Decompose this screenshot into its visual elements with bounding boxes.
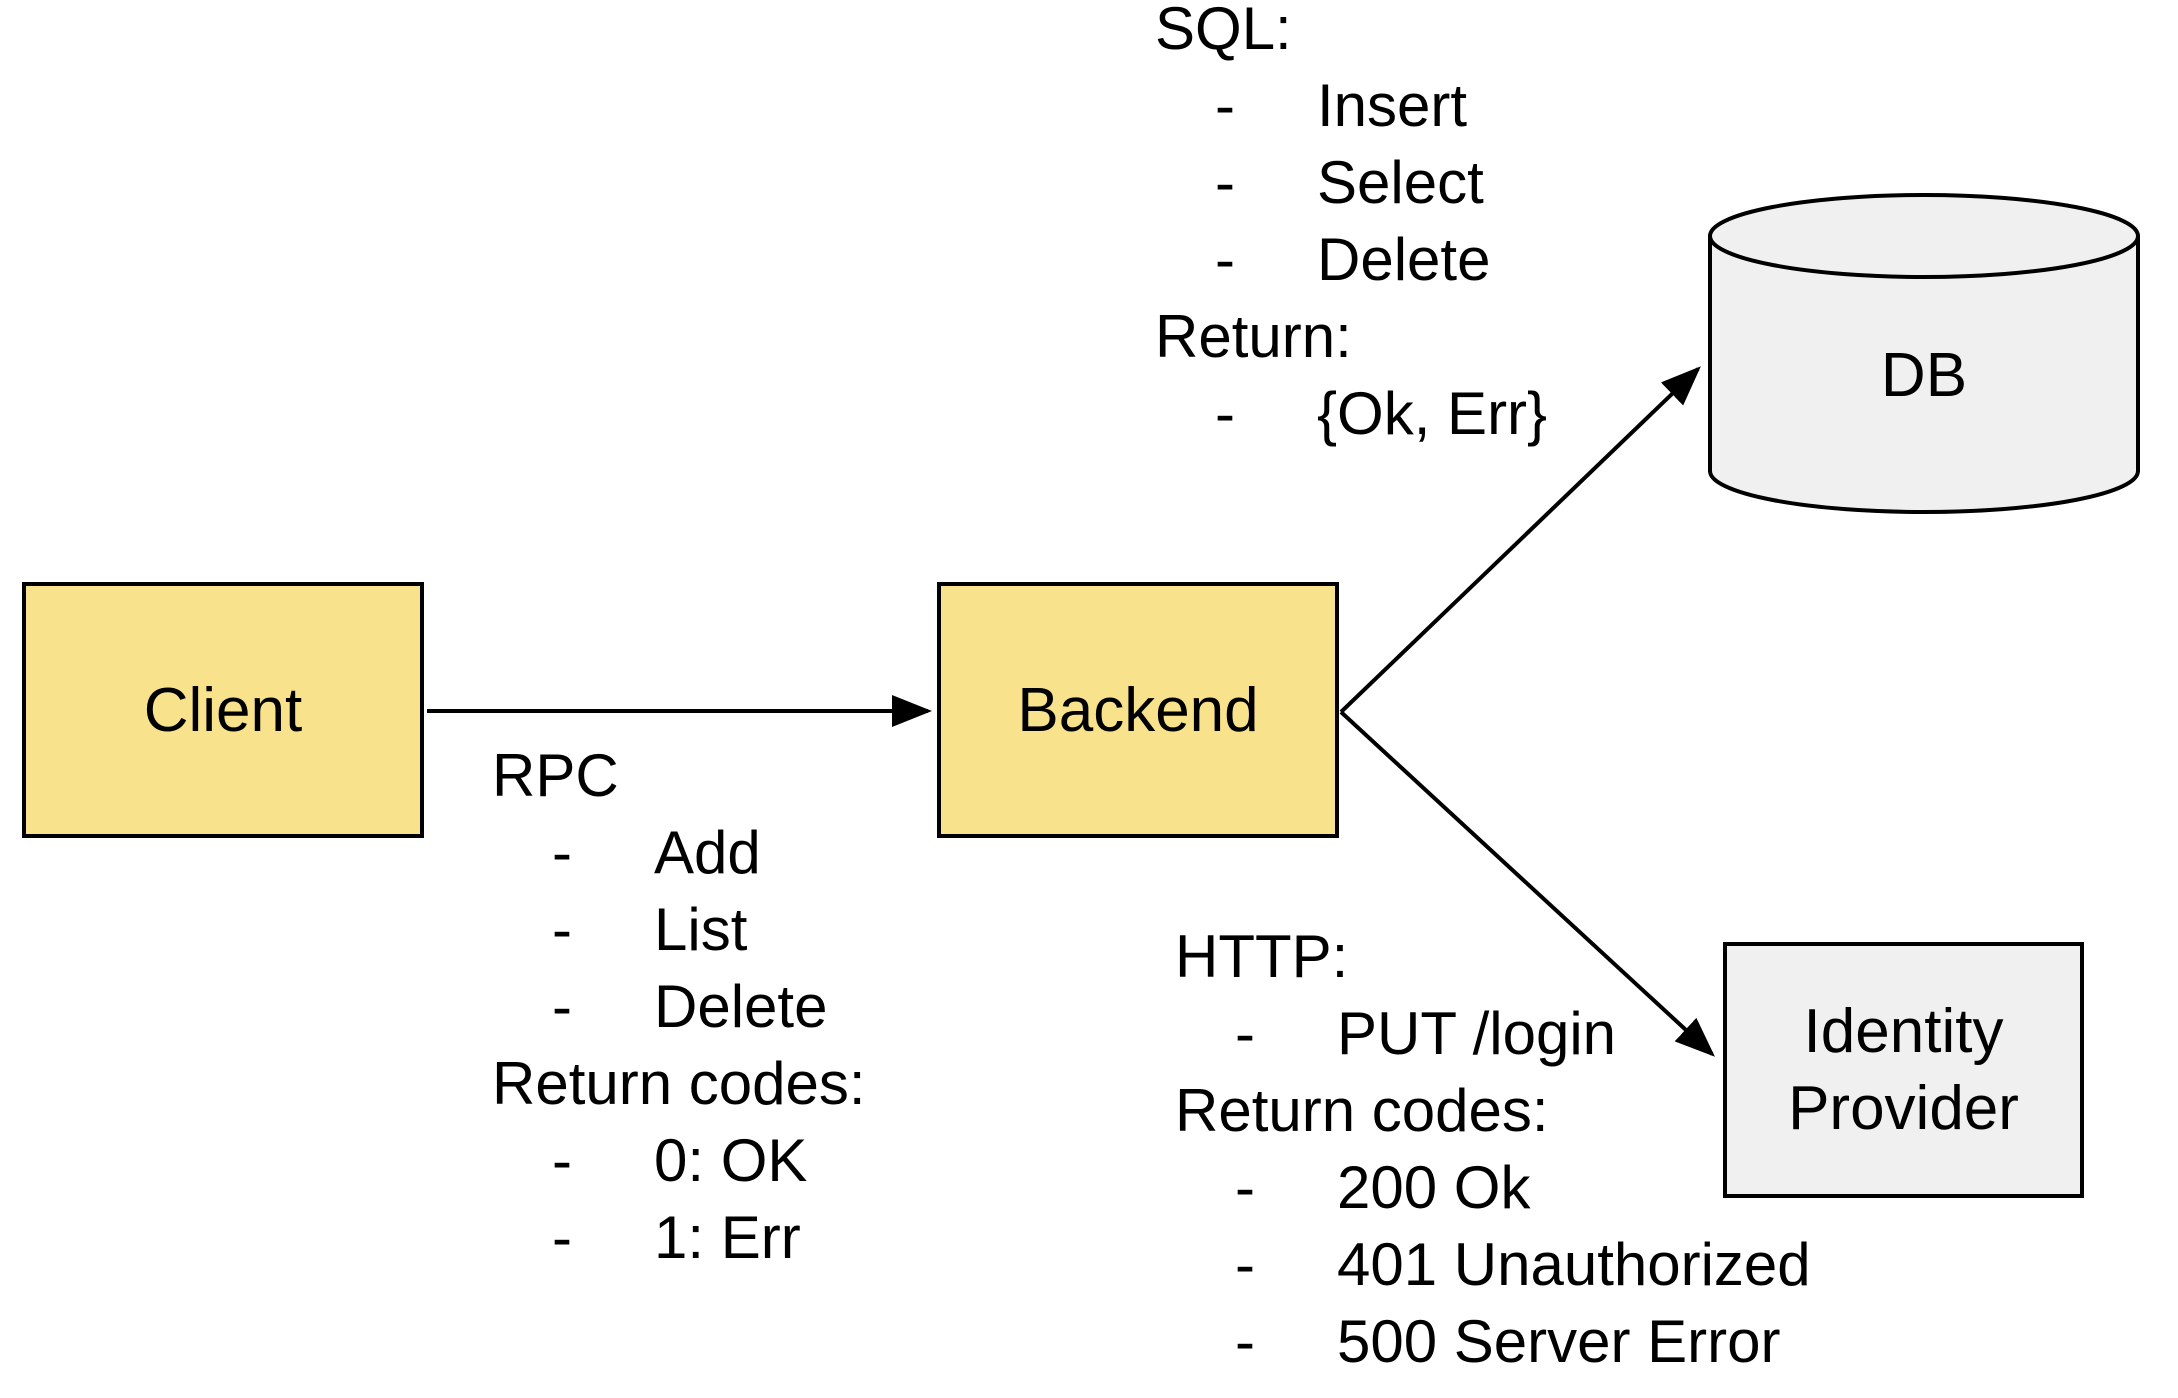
http-item: - PUT /login: [1175, 995, 1616, 1072]
rpc-annotation-title: RPC: [492, 742, 619, 809]
bullet-dash: -: [1235, 1308, 1255, 1375]
bullet-dash: -: [1235, 1000, 1255, 1067]
bullet-dash: -: [552, 819, 572, 886]
client-node-label: Client: [143, 675, 303, 745]
http-return-item: - 500 Server Error: [1175, 1303, 1781, 1380]
rpc-item: - List: [492, 891, 866, 968]
db-node-label: DB: [1880, 340, 1968, 410]
sql-item: - Select: [1155, 144, 1484, 221]
sql-item: - Insert: [1155, 67, 1467, 144]
bullet-dash: -: [1215, 149, 1235, 216]
bullet-dash: -: [552, 896, 572, 963]
http-return-item: - 200 Ok: [1175, 1149, 1549, 1226]
backend-node-label: Backend: [1017, 675, 1259, 745]
identity-provider-label-line1: Identity: [1803, 997, 2004, 1066]
sql-item: - Delete: [1155, 221, 1490, 298]
sql-return-item: - {Ok, Err}: [1155, 375, 1547, 452]
bullet-dash: -: [1215, 72, 1235, 139]
http-return-item: - 401 Unauthorized: [1175, 1226, 1811, 1303]
http-return-title: Return codes:: [1175, 1077, 1549, 1144]
rpc-annotation: RPC - Add - List - Delete Return codes: …: [492, 737, 866, 1276]
bullet-dash: -: [1235, 1154, 1255, 1221]
bullet-dash: -: [1215, 380, 1235, 447]
rpc-item: - Delete: [492, 968, 866, 1045]
sql-annotation-title: SQL:: [1155, 0, 1292, 62]
bullet-dash: -: [552, 1204, 572, 1271]
bullet-dash: -: [552, 973, 572, 1040]
backend-node: Backend: [937, 582, 1339, 838]
http-annotation-title: HTTP:: [1175, 923, 1349, 990]
rpc-item: - Add: [492, 814, 866, 891]
http-annotation: HTTP: - PUT /login Return codes: - 200 O…: [1175, 918, 1811, 1380]
sql-annotation: SQL: - Insert - Select - Delete Return: …: [1155, 0, 1547, 452]
bullet-dash: -: [1235, 1231, 1255, 1298]
identity-provider-node: Identity Provider: [1723, 942, 2084, 1198]
sql-return-title: Return:: [1155, 303, 1352, 370]
rpc-return-item: - 0: OK: [492, 1122, 866, 1199]
client-node: Client: [22, 582, 424, 838]
identity-provider-label-line2: Provider: [1788, 1074, 2019, 1143]
bullet-dash: -: [1215, 226, 1235, 293]
bullet-dash: -: [552, 1127, 572, 1194]
rpc-return-item: - 1: Err: [492, 1199, 866, 1276]
rpc-return-title: Return codes:: [492, 1050, 866, 1117]
